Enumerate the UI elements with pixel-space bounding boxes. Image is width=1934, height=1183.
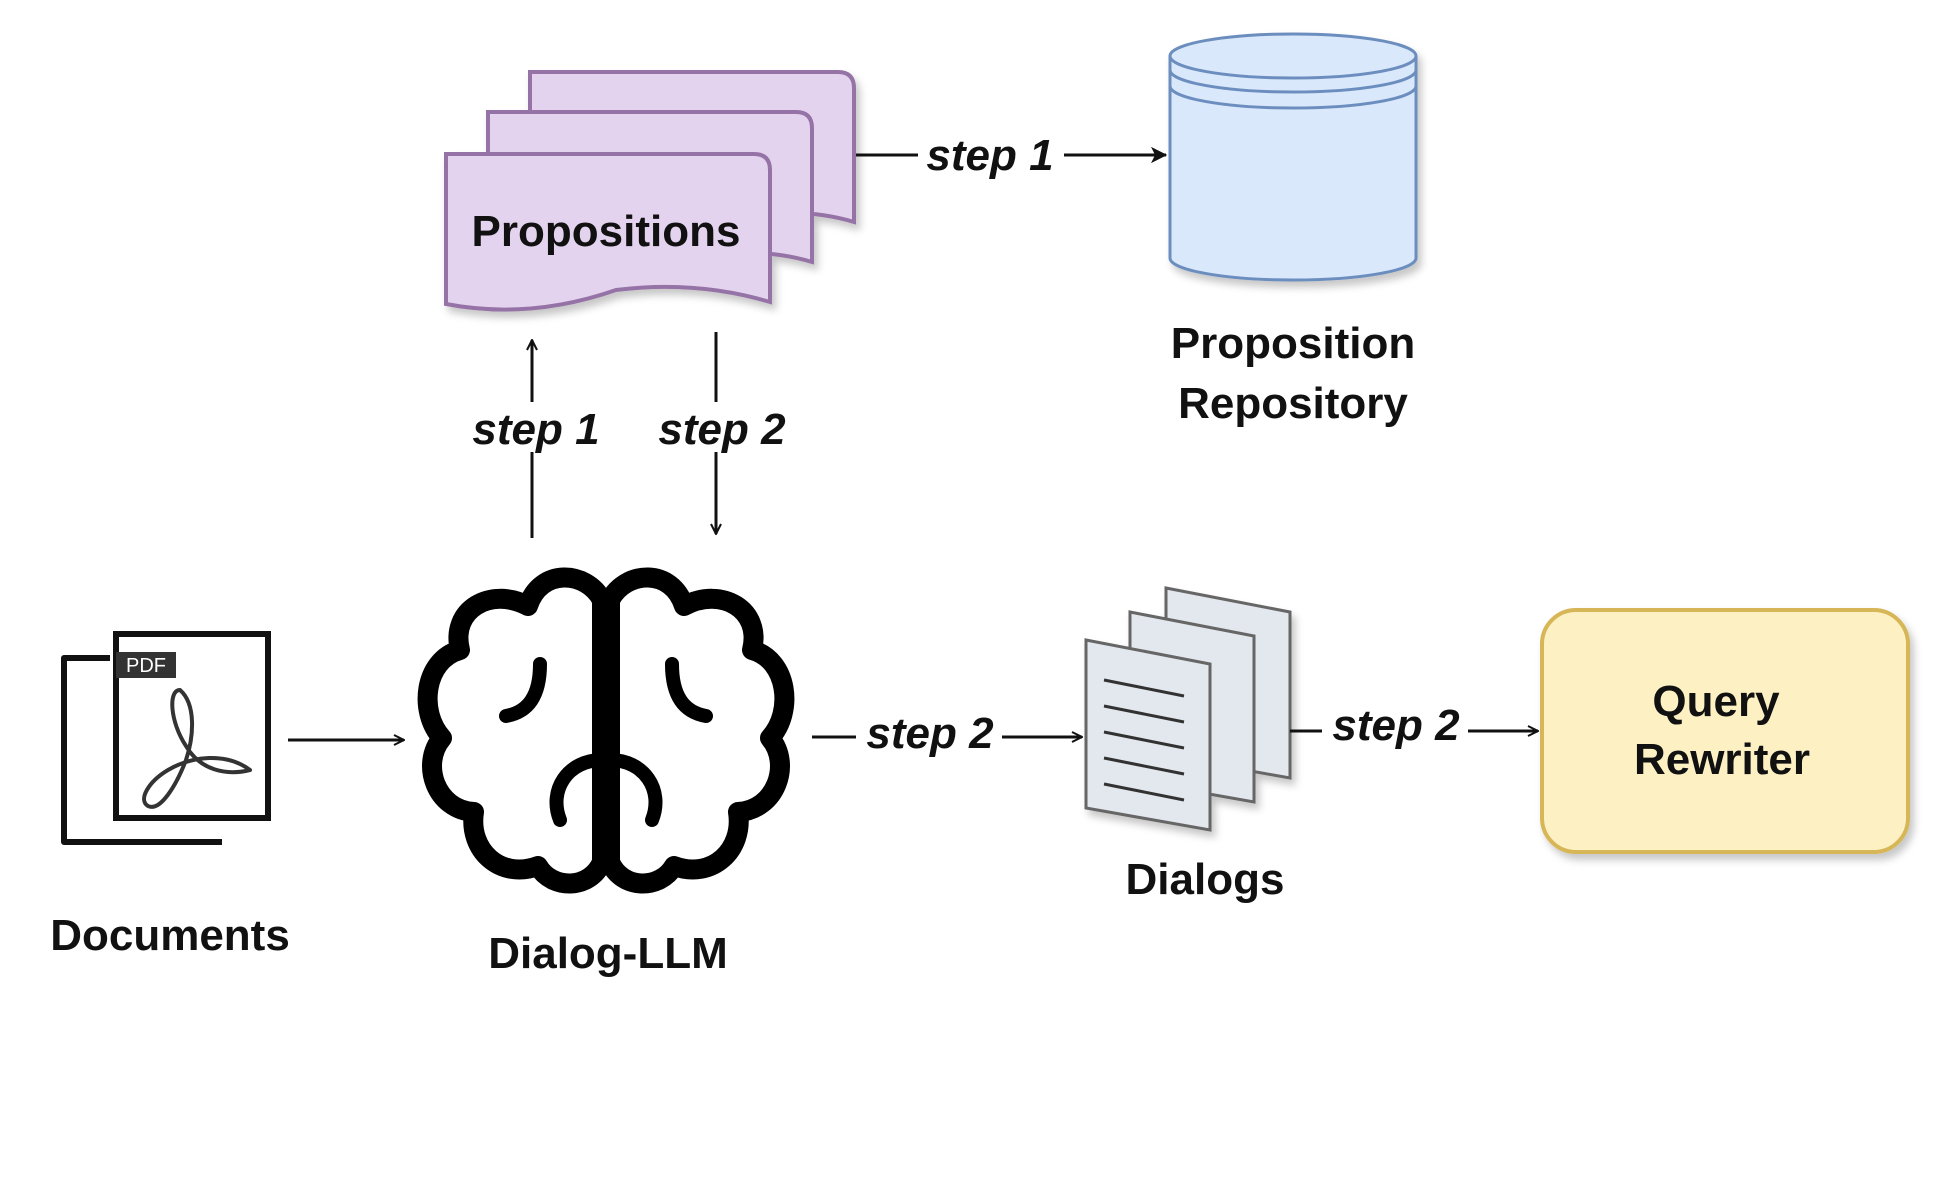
pdf-badge-text: PDF (126, 655, 166, 677)
pdf-badge (116, 652, 176, 678)
propositions-node (444, 70, 856, 312)
dialog-text-lines (1103, 678, 1185, 802)
dialog-llm-label: Dialog-LLM (488, 929, 728, 978)
acrobat-swirl (142, 688, 252, 809)
edge-label-llm-to-propositions: step 1 (472, 405, 599, 454)
edge-label-bg (856, 710, 1002, 760)
edge-label-bg (1322, 704, 1468, 754)
dialogs-label: Dialogs (1126, 855, 1285, 904)
edge-label-bg (648, 402, 798, 452)
query-rewriter-box (1540, 608, 1910, 854)
query-rewriter-label-line1: Query (1652, 677, 1780, 726)
brain-right-hemisphere (600, 567, 795, 894)
proposition-page-front (444, 152, 772, 312)
edge-label-bg (462, 402, 612, 452)
database-cylinder-icon (1168, 32, 1418, 282)
edge-label-llm-to-dialogs: step 2 (866, 709, 994, 758)
cylinder-ring-1 (1168, 69, 1418, 94)
propositions-label: Propositions (472, 207, 741, 256)
repository-label-line1: Proposition (1171, 319, 1415, 368)
stacked-pages-icon (1084, 586, 1292, 832)
brain-fold-left-1 (499, 657, 547, 723)
documents-label: Documents (50, 911, 290, 960)
brain-icon (417, 567, 795, 894)
cylinder-top (1168, 32, 1418, 80)
brain-fold-left-2 (549, 753, 609, 827)
brain-fold-right-1 (665, 657, 713, 723)
cylinder-ring-2 (1168, 85, 1418, 110)
query-rewriter-label-line2: Rewriter (1634, 735, 1810, 784)
edge-label-dialogs-to-rewriter: step 2 (1332, 701, 1460, 750)
repository-label-line2: Repository (1178, 379, 1408, 428)
cylinder-body (1168, 56, 1418, 282)
brain-fold-right-2 (603, 753, 663, 827)
edge-label-bg (918, 130, 1064, 182)
dialog-page-front (1084, 638, 1212, 832)
pdf-back-sheet (61, 655, 222, 845)
pdf-document-icon: PDF (61, 631, 271, 845)
edge-label-propositions-to-repository: step 1 (926, 131, 1053, 180)
edge-label-propositions-to-llm: step 2 (658, 405, 786, 454)
brain-left-hemisphere (417, 567, 612, 894)
